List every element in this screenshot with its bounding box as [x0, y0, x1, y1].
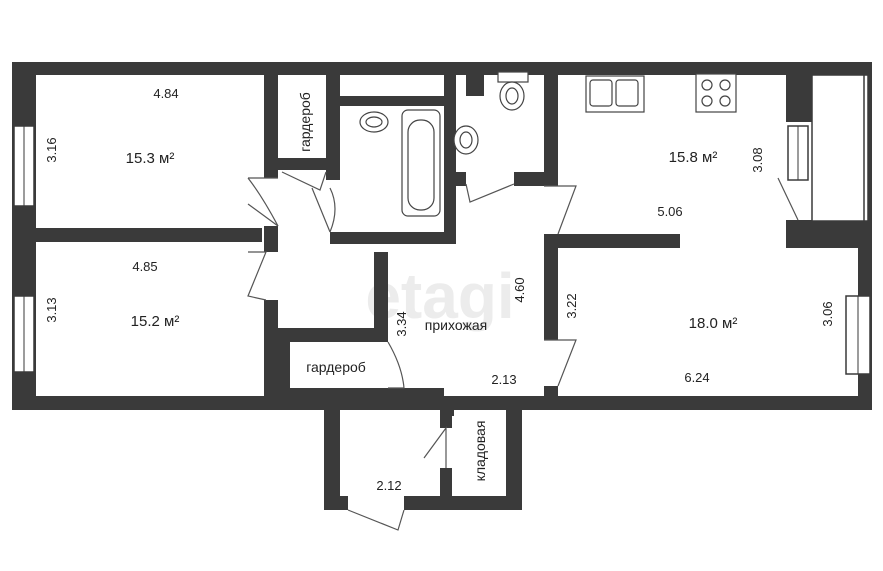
doors — [247, 171, 799, 531]
wardrobe-bottom-label: гардероб — [306, 359, 366, 375]
kitchen-width: 5.06 — [657, 204, 682, 219]
hallway: прихожая 4.60 3.34 2.13 — [394, 277, 527, 387]
hallway-label: прихожая — [425, 317, 487, 333]
hallway-width: 2.13 — [491, 372, 516, 387]
storage: кладовая — [472, 421, 488, 482]
room-right: 18.0 м² 6.24 3.22 3.06 — [564, 293, 835, 385]
interior-walls — [36, 62, 872, 508]
wardrobe-top: гардероб — [297, 92, 313, 152]
room-right-area: 18.0 м² — [689, 315, 738, 332]
room-top-left: 4.84 15.3 м² 3.16 — [44, 86, 179, 167]
room-top-left-area: 15.3 м² — [126, 150, 175, 167]
room-mid-left-area: 15.2 м² — [131, 313, 180, 330]
hallway-depth: 3.34 — [394, 311, 409, 336]
kitchen-fixtures — [585, 73, 737, 113]
entrance-width: 2.12 — [376, 478, 401, 493]
storage-label: кладовая — [472, 421, 488, 482]
hallway-height: 4.60 — [512, 277, 527, 302]
wardrobe-top-label: гардероб — [297, 92, 313, 152]
kitchen: 15.8 м² 5.06 3.08 — [657, 147, 765, 219]
wardrobe-bottom: гардероб — [306, 359, 366, 375]
room-top-left-height: 3.16 — [44, 137, 59, 162]
room-right-height-right: 3.06 — [820, 301, 835, 326]
room-top-left-width: 4.84 — [153, 86, 178, 101]
bathroom-fixtures — [359, 71, 529, 217]
room-right-height-left: 3.22 — [564, 293, 579, 318]
room-mid-left: 4.85 15.2 м² 3.13 — [44, 259, 179, 330]
room-right-width: 6.24 — [684, 370, 709, 385]
watermark: etagi — [365, 260, 514, 332]
room-mid-left-width: 4.85 — [132, 259, 157, 274]
kitchen-height: 3.08 — [750, 147, 765, 172]
entrance: 2.12 — [376, 478, 401, 493]
windows — [13, 74, 871, 375]
kitchen-area: 15.8 м² — [669, 149, 718, 166]
room-mid-left-height: 3.13 — [44, 297, 59, 322]
